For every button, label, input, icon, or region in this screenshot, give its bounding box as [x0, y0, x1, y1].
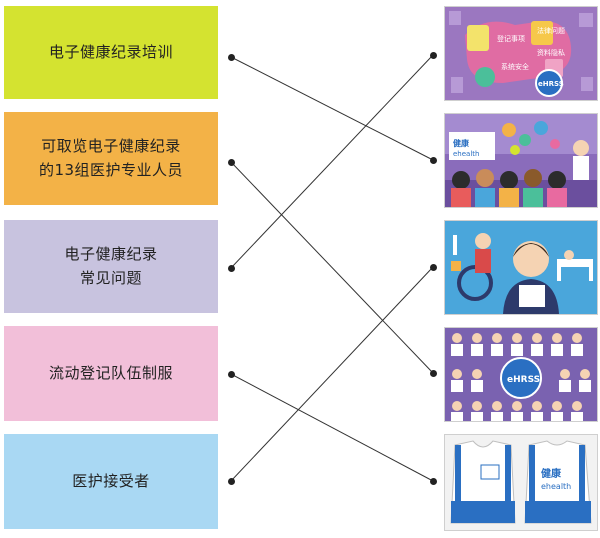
right-dot[interactable]: [430, 478, 437, 485]
connector-line: [230, 56, 434, 161]
left-dot[interactable]: [228, 478, 235, 485]
image-ehrss-privacy[interactable]: 法律问题 登记事项 资料隐私 系统安全 eHRSS: [444, 6, 598, 101]
connector-line: [230, 373, 434, 482]
image-patients[interactable]: [444, 220, 598, 315]
patients-illustration-icon: [445, 221, 597, 314]
left-dot[interactable]: [228, 54, 235, 61]
ehrss-privacy-illustration-icon: 法律问题 登记事项 资料隐私 系统安全 eHRSS: [445, 7, 597, 100]
ehrss-text: 法律问题: [537, 26, 565, 35]
label-box-uniform[interactable]: 流动登记队伍制服: [4, 326, 218, 421]
healthcare-professionals-grid-icon: eHRSS: [445, 328, 597, 421]
right-dot[interactable]: [430, 52, 437, 59]
ehealth-text: 健康: [541, 467, 562, 480]
ehrss-text: 资料隐私: [537, 48, 565, 57]
label-box-faq[interactable]: 电子健康纪录 常见问题: [4, 220, 218, 313]
connector-line: [230, 266, 434, 482]
label-box-recipients[interactable]: 医护接受者: [4, 434, 218, 529]
right-dot[interactable]: [430, 157, 437, 164]
label-text: 医护接受者: [72, 471, 150, 490]
ehealth-text: ehealth: [453, 150, 479, 158]
ehealth-text: ehealth: [541, 482, 571, 491]
image-registration-vest[interactable]: 健康 ehealth: [444, 434, 598, 531]
ehrss-text: 系统安全: [501, 62, 529, 71]
image-training-presentation[interactable]: 健康 ehealth: [444, 113, 598, 208]
label-box-training[interactable]: 电子健康纪录培训: [4, 6, 218, 99]
right-dot[interactable]: [430, 264, 437, 271]
training-presentation-illustration-icon: 健康 ehealth: [445, 114, 597, 207]
image-professionals-grid[interactable]: eHRSS: [444, 327, 598, 422]
connector-line: [230, 161, 434, 374]
left-dot[interactable]: [228, 371, 235, 378]
ehrss-text: 登记事项: [497, 34, 525, 43]
registration-vest-illustration-icon: 健康 ehealth: [445, 435, 597, 530]
left-dot[interactable]: [228, 265, 235, 272]
left-dot[interactable]: [228, 159, 235, 166]
ehrss-logo-text: eHRSS: [507, 375, 540, 385]
label-text: 流动登记队伍制服: [48, 363, 173, 382]
label-text: 电子健康纪录培训: [48, 42, 173, 61]
right-dot[interactable]: [430, 370, 437, 377]
label-text: 电子健康纪录 常见问题: [64, 245, 158, 287]
label-box-professionals[interactable]: 可取览电子健康纪录 的13组医护专业人员: [4, 112, 218, 205]
label-text: 可取览电子健康纪录 的13组医护专业人员: [38, 137, 184, 179]
ehealth-text: 健康: [453, 138, 470, 148]
ehrss-logo-text: eHRSS: [538, 80, 564, 88]
connector-line: [230, 54, 434, 269]
